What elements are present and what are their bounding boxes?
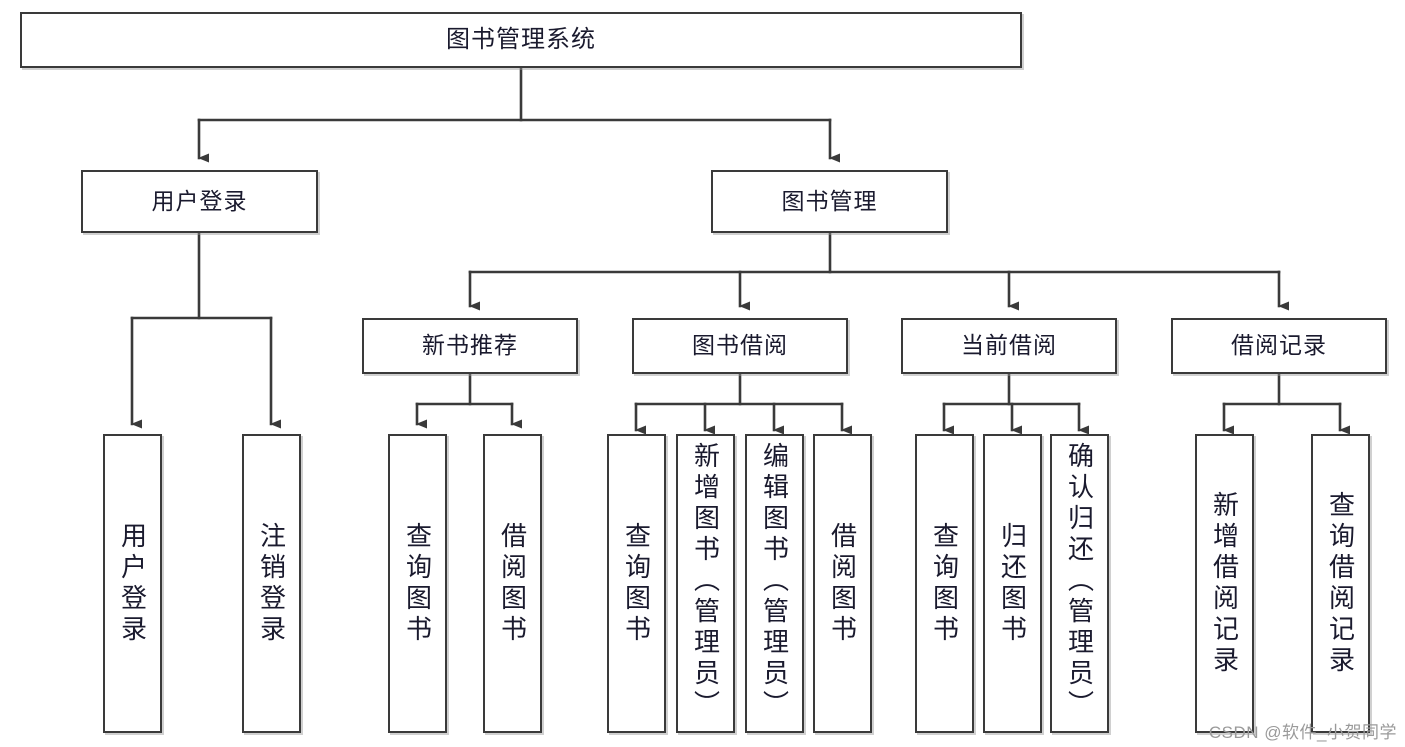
node-new-book-recommendation[interactable]: 新书推荐	[362, 318, 578, 374]
node-label: 图书借阅	[692, 332, 788, 359]
node-user-login[interactable]: 用户登录	[81, 170, 318, 233]
csdn-watermark: CSDN @软件_小贺同学	[1208, 723, 1397, 742]
node-label: 借阅图书	[497, 521, 528, 646]
node-label: 确认归还（管理员）	[1064, 442, 1095, 721]
node-current-borrow[interactable]: 当前借阅	[901, 318, 1117, 374]
node-label: 查询图书	[402, 521, 433, 646]
leaf-user-login[interactable]: 用户登录	[103, 434, 162, 733]
leaf-query-book-current[interactable]: 查询图书	[915, 434, 974, 733]
node-label: 新增图书（管理员）	[690, 442, 721, 721]
node-label: 归还图书	[997, 521, 1028, 646]
node-label: 新书推荐	[422, 332, 518, 359]
node-label: 借阅图书	[827, 521, 858, 646]
leaf-query-book-new-rec[interactable]: 查询图书	[388, 434, 447, 733]
node-label: 编辑图书（管理员）	[759, 442, 790, 721]
leaf-return-book[interactable]: 归还图书	[983, 434, 1042, 733]
leaf-logout-login[interactable]: 注销登录	[242, 434, 301, 733]
leaf-confirm-return-admin[interactable]: 确认归还（管理员）	[1050, 434, 1109, 733]
leaf-borrow-book-borrow[interactable]: 借阅图书	[813, 434, 872, 733]
node-label: 查询借阅记录	[1325, 490, 1356, 677]
node-label: 查询图书	[929, 521, 960, 646]
node-label: 新增借阅记录	[1209, 490, 1240, 677]
leaf-edit-book-admin[interactable]: 编辑图书（管理员）	[745, 434, 804, 733]
leaf-add-book-admin[interactable]: 新增图书（管理员）	[676, 434, 735, 733]
node-label: 用户登录	[151, 187, 248, 214]
node-label: 当前借阅	[961, 332, 1057, 359]
node-label: 用户登录	[117, 521, 148, 646]
node-root-book-management-system[interactable]: 图书管理系统	[20, 12, 1022, 68]
node-label: 借阅记录	[1231, 332, 1327, 359]
node-borrow-record[interactable]: 借阅记录	[1171, 318, 1387, 374]
node-label: 图书管理系统	[446, 25, 596, 53]
leaf-borrow-book-new-rec[interactable]: 借阅图书	[483, 434, 542, 733]
leaf-query-book-borrow[interactable]: 查询图书	[607, 434, 666, 733]
node-label: 注销登录	[256, 521, 287, 646]
leaf-add-borrow-record[interactable]: 新增借阅记录	[1195, 434, 1254, 733]
leaf-query-borrow-record[interactable]: 查询借阅记录	[1311, 434, 1370, 733]
node-book-management[interactable]: 图书管理	[711, 170, 948, 233]
node-label: 图书管理	[781, 187, 878, 214]
node-book-borrow[interactable]: 图书借阅	[632, 318, 848, 374]
node-label: 查询图书	[621, 521, 652, 646]
